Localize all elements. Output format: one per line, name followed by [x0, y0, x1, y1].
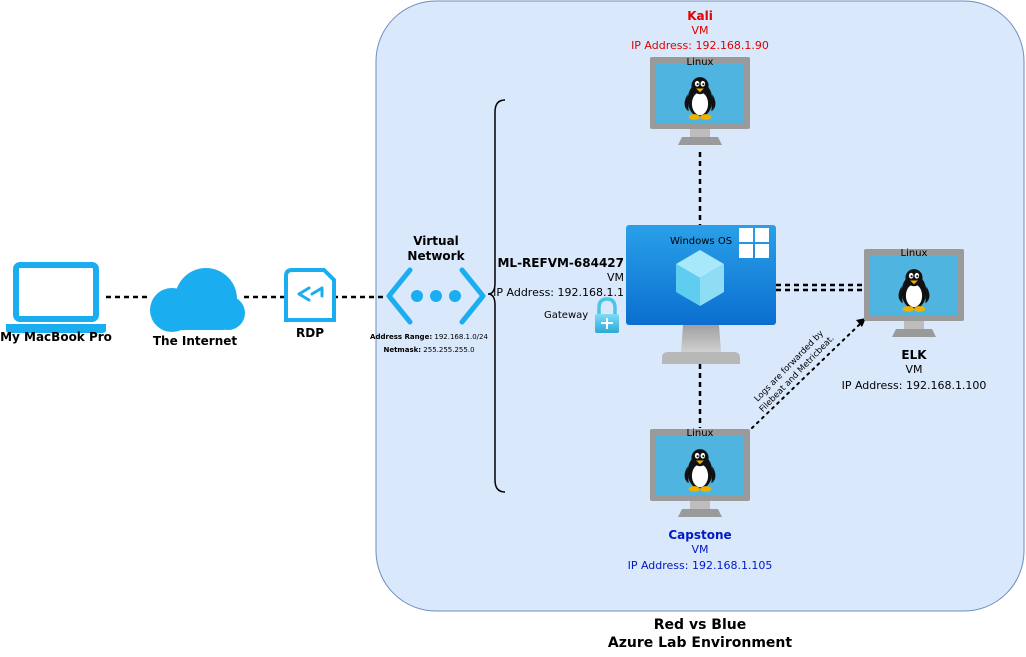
cloud-icon	[150, 268, 245, 332]
vm-cube-icon	[676, 250, 724, 306]
vnet-netmask-label: Netmask:	[383, 346, 422, 354]
log-forward-arrow	[751, 318, 866, 429]
windows-vm-monitor-icon	[626, 225, 776, 364]
kali-os-label: Linux	[686, 57, 714, 68]
vnet-title-line2: Network	[407, 249, 465, 263]
capstone-name: Capstone	[668, 528, 732, 542]
vnet-netmask: Netmask: 255.255.255.0	[383, 346, 474, 355]
vnet-range-value: 192.168.1.0/24	[434, 333, 488, 341]
gateway-vm-type: VM	[606, 271, 624, 284]
kali-type: VM	[691, 24, 709, 37]
vnet-range-label: Address Range:	[370, 333, 433, 341]
connectors	[106, 152, 864, 428]
rdp-icon	[284, 268, 336, 322]
capstone-type: VM	[691, 543, 709, 556]
vnet-netmask-value: 255.255.255.0	[423, 346, 475, 354]
virtual-network-icon	[386, 267, 486, 325]
vnet-title-line1: Virtual	[413, 234, 459, 248]
kali-ip: IP Address: 192.168.1.90	[631, 39, 769, 52]
internet-label: The Internet	[152, 334, 238, 348]
macbook-label: My MacBook Pro	[0, 330, 112, 344]
elk-ip: IP Address: 192.168.1.100	[841, 379, 987, 392]
kali-name: Kali	[687, 9, 713, 23]
capstone-ip: IP Address: 192.168.1.105	[627, 559, 773, 572]
vnet-brace	[487, 99, 506, 493]
windows-os-label: Windows OS	[670, 236, 733, 247]
elk-os-label: Linux	[900, 248, 928, 259]
rdp-label: RDP	[296, 326, 324, 340]
gateway-vm-name: ML-REFVM-684427	[497, 256, 624, 270]
windows-logo-icon	[739, 228, 769, 258]
capstone-os-label: Linux	[686, 428, 714, 439]
elk-type: VM	[905, 363, 923, 376]
elk-name: ELK	[901, 348, 927, 362]
vnet-address-range: Address Range: 192.168.1.0/24	[370, 333, 488, 342]
gateway-label: Gateway	[544, 310, 589, 321]
laptop-icon	[6, 262, 106, 333]
gateway-vm-ip: IP Address: 192.168.1.1	[493, 286, 624, 299]
footer-title-line1: Red vs Blue	[653, 617, 747, 633]
lock-icon	[595, 297, 619, 333]
footer-title-line2: Azure Lab Environment	[607, 635, 793, 651]
